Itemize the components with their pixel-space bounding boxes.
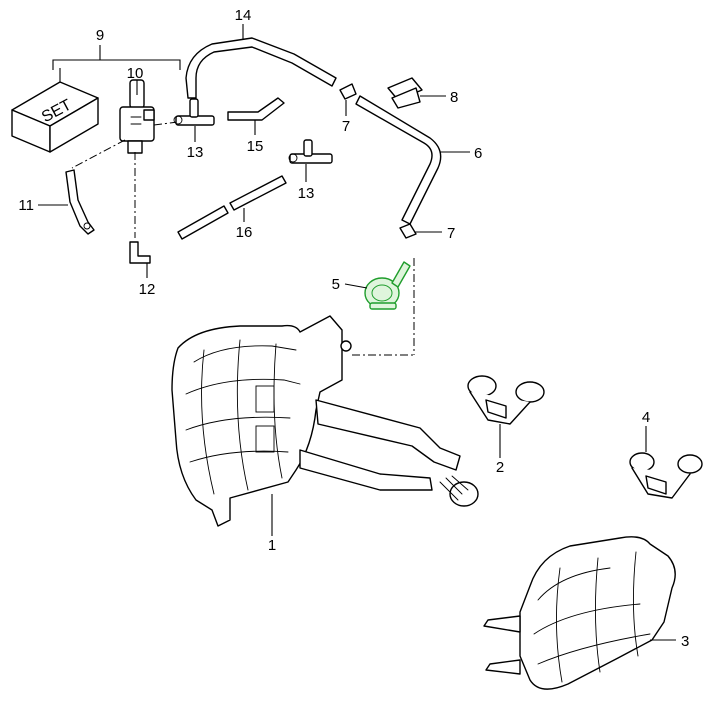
callout-2: 2 — [496, 459, 504, 476]
part-15-hose[interactable] — [227, 97, 285, 121]
callout-14: 14 — [235, 7, 252, 24]
callout-9: 9 — [96, 27, 104, 44]
part-1-muffler[interactable] — [171, 315, 479, 527]
callout-5: 5 — [332, 276, 340, 293]
callout-13-upper: 13 — [187, 144, 204, 161]
part-5-vacuum-actuator[interactable] — [364, 261, 411, 310]
callout-16: 16 — [236, 224, 253, 241]
set-box[interactable]: SET — [11, 81, 99, 153]
callout-10: 10 — [127, 65, 144, 82]
callout-3: 3 — [681, 633, 689, 650]
part-16-hose[interactable] — [177, 175, 287, 240]
part-3-muffler[interactable] — [483, 536, 676, 690]
part-2-clamp[interactable] — [467, 375, 545, 425]
set-group-bracket — [52, 45, 181, 70]
callout-11: 11 — [18, 197, 34, 214]
callout-6: 6 — [474, 145, 482, 162]
part-8-clip[interactable] — [387, 77, 423, 109]
part-11-bracket[interactable] — [65, 169, 95, 235]
callout-7-upper: 7 — [342, 118, 350, 135]
callout-4: 4 — [642, 409, 650, 426]
callout-15: 15 — [247, 138, 264, 155]
part-4-clamp[interactable] — [629, 452, 703, 499]
callout-1: 1 — [268, 537, 276, 554]
callout-8: 8 — [450, 89, 458, 106]
part-13-t-connector-lower[interactable] — [288, 139, 333, 164]
part-14-hose[interactable] — [185, 37, 337, 99]
part-12-elbow-hose[interactable] — [129, 241, 151, 264]
callout-7-lower: 7 — [447, 225, 455, 242]
callout-12: 12 — [139, 281, 156, 298]
part-6-hose[interactable] — [355, 95, 442, 225]
callout-13-lower: 13 — [298, 185, 315, 202]
part-13-t-connector-upper[interactable] — [173, 98, 215, 126]
part-7-clip-upper[interactable] — [339, 83, 357, 100]
part-7-clip-lower[interactable] — [399, 223, 417, 239]
